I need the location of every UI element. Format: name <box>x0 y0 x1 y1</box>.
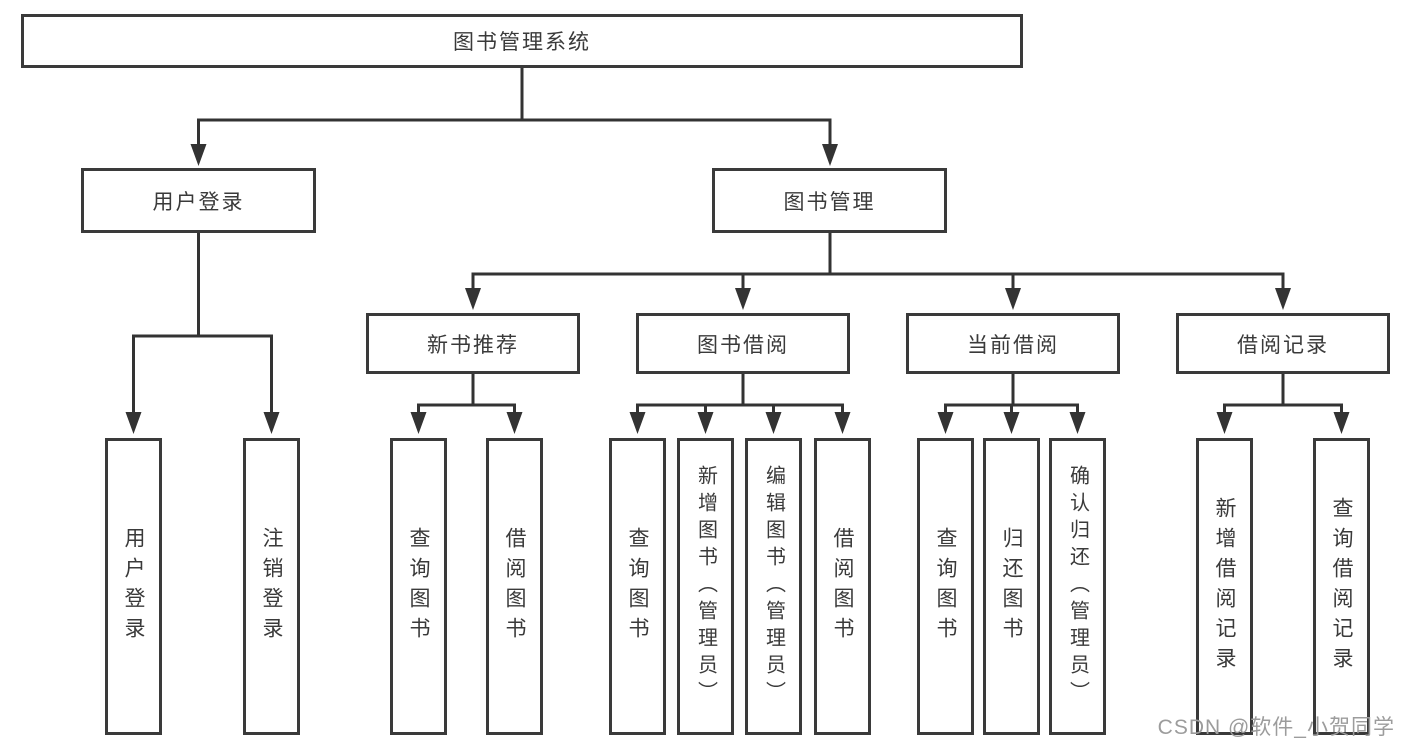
arrowheads-level1 <box>190 144 838 166</box>
node-root-system: 图书管理系统 <box>21 14 1023 68</box>
arrowheads-current-leaves <box>937 412 1086 434</box>
leaf-records-query-record-label: 查询借阅记录 <box>1330 496 1353 677</box>
leaf-current-confirm-return-admin-label: 确认归还（管理员） <box>1066 465 1089 708</box>
leaf-recommend-query-books: 查询图书 <box>390 438 447 735</box>
node-book-borrow: 图书借阅 <box>636 313 850 374</box>
connector-borrow-leaves <box>636 374 844 412</box>
connector-records-leaves <box>1223 374 1343 412</box>
leaf-borrow-query-books-label: 查询图书 <box>626 526 649 647</box>
leaf-current-return-books: 归还图书 <box>983 438 1040 735</box>
leaf-recommend-borrow-books: 借阅图书 <box>486 438 543 735</box>
leaf-user-login-label: 用户登录 <box>122 526 145 647</box>
connector-login-branch <box>132 233 273 412</box>
leaf-records-query-record: 查询借阅记录 <box>1313 438 1370 735</box>
leaf-records-add-record: 新增借阅记录 <box>1196 438 1253 735</box>
node-new-book-recommend: 新书推荐 <box>366 313 580 374</box>
leaf-current-query-books: 查询图书 <box>917 438 974 735</box>
leaf-borrow-query-books: 查询图书 <box>609 438 666 735</box>
leaf-recommend-borrow-books-label: 借阅图书 <box>503 526 526 647</box>
node-borrow-records: 借阅记录 <box>1176 313 1390 374</box>
leaf-records-add-record-label: 新增借阅记录 <box>1213 496 1236 677</box>
connector-root-to-level1 <box>197 66 832 144</box>
node-current-borrow: 当前借阅 <box>906 313 1120 374</box>
arrowheads-login-leaves <box>125 412 280 434</box>
connector-current-leaves <box>944 374 1079 412</box>
leaf-current-confirm-return-admin: 确认归还（管理员） <box>1049 438 1106 735</box>
leaf-borrow-borrow-books: 借阅图书 <box>814 438 871 735</box>
leaf-user-login: 用户登录 <box>105 438 162 735</box>
arrowheads-records-leaves <box>1216 412 1350 434</box>
node-book-management: 图书管理 <box>712 168 947 233</box>
leaf-current-return-books-label: 归还图书 <box>1000 526 1023 647</box>
arrowheads-level2 <box>465 288 1291 310</box>
csdn-watermark: CSDN @软件_小贺同学 <box>1157 716 1395 739</box>
leaf-logout-label: 注销登录 <box>260 526 283 647</box>
leaf-current-query-books-label: 查询图书 <box>934 526 957 647</box>
leaf-borrow-edit-books-admin: 编辑图书（管理员） <box>745 438 802 735</box>
leaf-borrow-add-books-admin: 新增图书（管理员） <box>677 438 734 735</box>
connector-recommend-leaves <box>417 374 516 412</box>
leaf-logout: 注销登录 <box>243 438 300 735</box>
arrowheads-borrow-leaves <box>629 412 851 434</box>
arrowheads-recommend-leaves <box>410 412 523 434</box>
leaf-recommend-query-books-label: 查询图书 <box>407 526 430 647</box>
connector-management-to-level2 <box>471 233 1285 288</box>
leaf-borrow-borrow-books-label: 借阅图书 <box>831 526 854 647</box>
node-user-login: 用户登录 <box>81 168 316 233</box>
leaf-borrow-edit-books-admin-label: 编辑图书（管理员） <box>762 465 785 708</box>
leaf-borrow-add-books-admin-label: 新增图书（管理员） <box>694 465 717 708</box>
